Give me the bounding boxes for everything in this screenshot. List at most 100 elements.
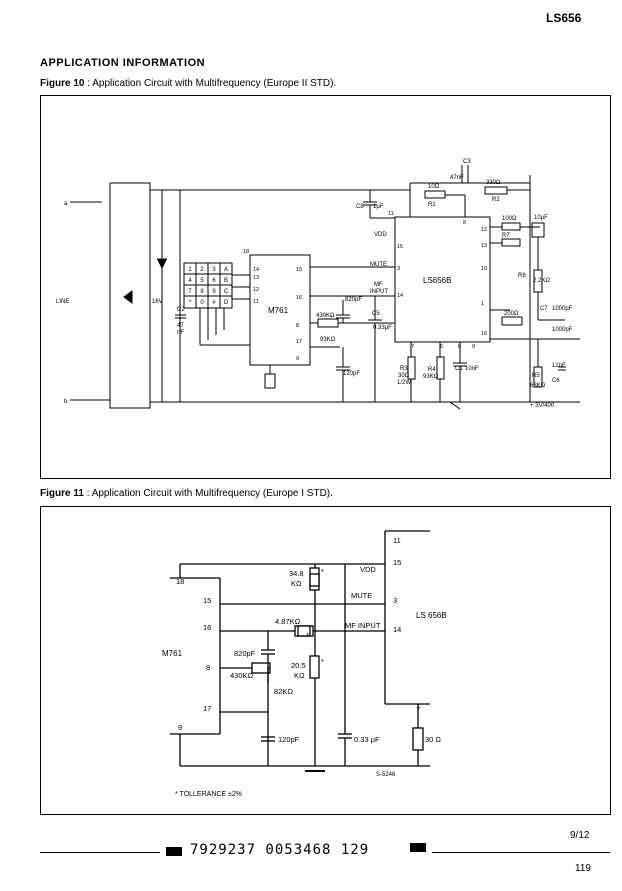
key: 7 bbox=[188, 289, 192, 295]
fig11-pin8: 8 bbox=[206, 663, 210, 672]
barcode-number: 7929237 0053468 129 bbox=[190, 842, 370, 858]
fig10-c5v: 0.33μF bbox=[373, 325, 392, 331]
footer-rule-right bbox=[432, 852, 610, 853]
fig10-r3: R3 bbox=[400, 366, 408, 372]
figure11-label: Figure 11 bbox=[40, 488, 84, 499]
barcode-block-right bbox=[410, 843, 426, 852]
fig11-star3: * bbox=[321, 657, 324, 666]
fig11-mfinput: MF INPUT bbox=[345, 621, 381, 630]
fig10-c2: C2 bbox=[177, 307, 185, 313]
fig11-ls7: 7 bbox=[416, 705, 420, 714]
fig11-r348a: 34.8 bbox=[289, 569, 304, 578]
pin: 8 bbox=[463, 220, 466, 226]
fig10-r3v: 30Ω bbox=[398, 373, 410, 379]
fig10-m761-label: M761 bbox=[268, 306, 289, 315]
key: 8 bbox=[200, 289, 204, 295]
pin: 15 bbox=[296, 267, 302, 273]
pin: 9 bbox=[296, 356, 299, 362]
part-number-header: LS656 bbox=[546, 11, 582, 25]
key: 0 bbox=[200, 300, 204, 306]
pin: 14 bbox=[253, 267, 259, 273]
pin: 18 bbox=[243, 249, 249, 255]
pin: 9 bbox=[472, 344, 475, 350]
fig10-r1n: R1 bbox=[428, 202, 436, 208]
key: 4 bbox=[188, 278, 192, 284]
fig10-label-16v: 16V bbox=[152, 299, 163, 305]
fig10-r2n: R2 bbox=[492, 197, 500, 203]
key: A bbox=[224, 267, 228, 273]
figure11-schematic: 18 15 16 8 17 9 M761 LS 656B 34.8 KΩ * 4… bbox=[162, 530, 447, 798]
fig10-c2v1: 47 bbox=[177, 323, 184, 329]
fig11-star1: * bbox=[321, 567, 324, 576]
fig11-pin17: 17 bbox=[203, 704, 211, 713]
pin: 3 bbox=[397, 266, 400, 272]
key: 2 bbox=[200, 267, 204, 273]
key: D bbox=[224, 300, 229, 306]
pin: 13 bbox=[253, 275, 259, 281]
fig10-c10: 10μF bbox=[534, 215, 548, 221]
footer-rule-left bbox=[40, 852, 160, 853]
fig11-ls3: 3 bbox=[393, 596, 397, 605]
fig10-820pf: 820pF bbox=[345, 297, 362, 303]
fig10-mf: MF bbox=[374, 282, 383, 288]
fig10-r8n: R8 bbox=[518, 273, 526, 279]
figure10-frame bbox=[40, 95, 611, 479]
pin: 13 bbox=[481, 243, 487, 249]
pin: 6 bbox=[458, 344, 461, 350]
fig10-label-a: a bbox=[64, 201, 68, 207]
fig11-r82: 82KΩ bbox=[274, 687, 293, 696]
fig10-c9v: 1000pF bbox=[552, 327, 573, 333]
fig10-93k: 93KΩ bbox=[320, 337, 336, 343]
figure10-caption: Figure 10 : Application Circuit with Mul… bbox=[40, 78, 336, 89]
fig11-r30: 30 Ω bbox=[425, 735, 441, 744]
figure10-label: Figure 10 bbox=[40, 78, 85, 89]
pin: 12 bbox=[253, 287, 259, 293]
fig10-c3v: 47nF bbox=[450, 175, 464, 181]
barcode-block-left bbox=[166, 847, 182, 856]
fig11-ls15: 15 bbox=[393, 558, 401, 567]
key: B bbox=[224, 278, 228, 284]
pin: 17 bbox=[296, 339, 302, 345]
fig10-c7v: 1000pF bbox=[552, 306, 573, 312]
key: # bbox=[212, 300, 216, 306]
fig11-c820: 820pF bbox=[234, 649, 256, 658]
fig10-c6v: 12nF bbox=[552, 363, 566, 369]
fig11-code: S-5246 bbox=[376, 772, 396, 778]
fig10-r4v: 93KΩ bbox=[423, 374, 439, 380]
pin: 11 bbox=[253, 299, 259, 305]
fig11-pin9: 9 bbox=[178, 723, 182, 732]
pin: 16 bbox=[296, 295, 302, 301]
figure11-caption-text: : Application Circuit with Multifrequenc… bbox=[86, 488, 333, 499]
key: 5 bbox=[200, 278, 204, 284]
fig10-r6: 200Ω bbox=[504, 311, 519, 317]
pin: 10 bbox=[481, 266, 487, 272]
fig10-label-b: b bbox=[64, 399, 68, 405]
fig10-120pf: 120pF bbox=[343, 371, 360, 377]
fig11-m761-label: M761 bbox=[162, 649, 183, 658]
figure11-frame bbox=[40, 506, 611, 815]
pin: 5 bbox=[440, 344, 443, 350]
fig10-r4: R4 bbox=[428, 367, 436, 373]
fig10-c5: C5 bbox=[372, 311, 380, 317]
pin: 15 bbox=[397, 244, 403, 250]
fig10-vdd: VDD bbox=[374, 232, 387, 238]
fig11-r487: 4.87KΩ bbox=[275, 617, 301, 626]
key: 9 bbox=[212, 289, 216, 295]
fig10-r9: 100Ω bbox=[502, 216, 517, 222]
key: 3 bbox=[212, 267, 216, 273]
fig10-r8: 2.2KΩ bbox=[533, 278, 550, 284]
pin: 11 bbox=[388, 211, 394, 217]
fig10-label-line: LINE bbox=[56, 299, 69, 305]
fig11-r205a: 20.5 bbox=[291, 661, 306, 670]
fig11-ls14: 14 bbox=[393, 625, 401, 634]
fig11-pin16: 16 bbox=[203, 623, 211, 632]
figure10-caption-text: : Application Circuit with Multifrequenc… bbox=[87, 78, 337, 89]
fig10-r1: 10Ω bbox=[428, 184, 440, 190]
fig10-ls656b-label: LS656B bbox=[423, 276, 451, 285]
page-number: 119 bbox=[575, 863, 591, 874]
fig11-tolerance: * TOLLERANCE ±2% bbox=[175, 791, 242, 798]
fig10-c1v: 10nF bbox=[465, 366, 479, 372]
fig11-mute: MUTE bbox=[351, 591, 372, 600]
fig11-vdd: VDD bbox=[360, 565, 376, 574]
pin: 7 bbox=[411, 344, 414, 350]
